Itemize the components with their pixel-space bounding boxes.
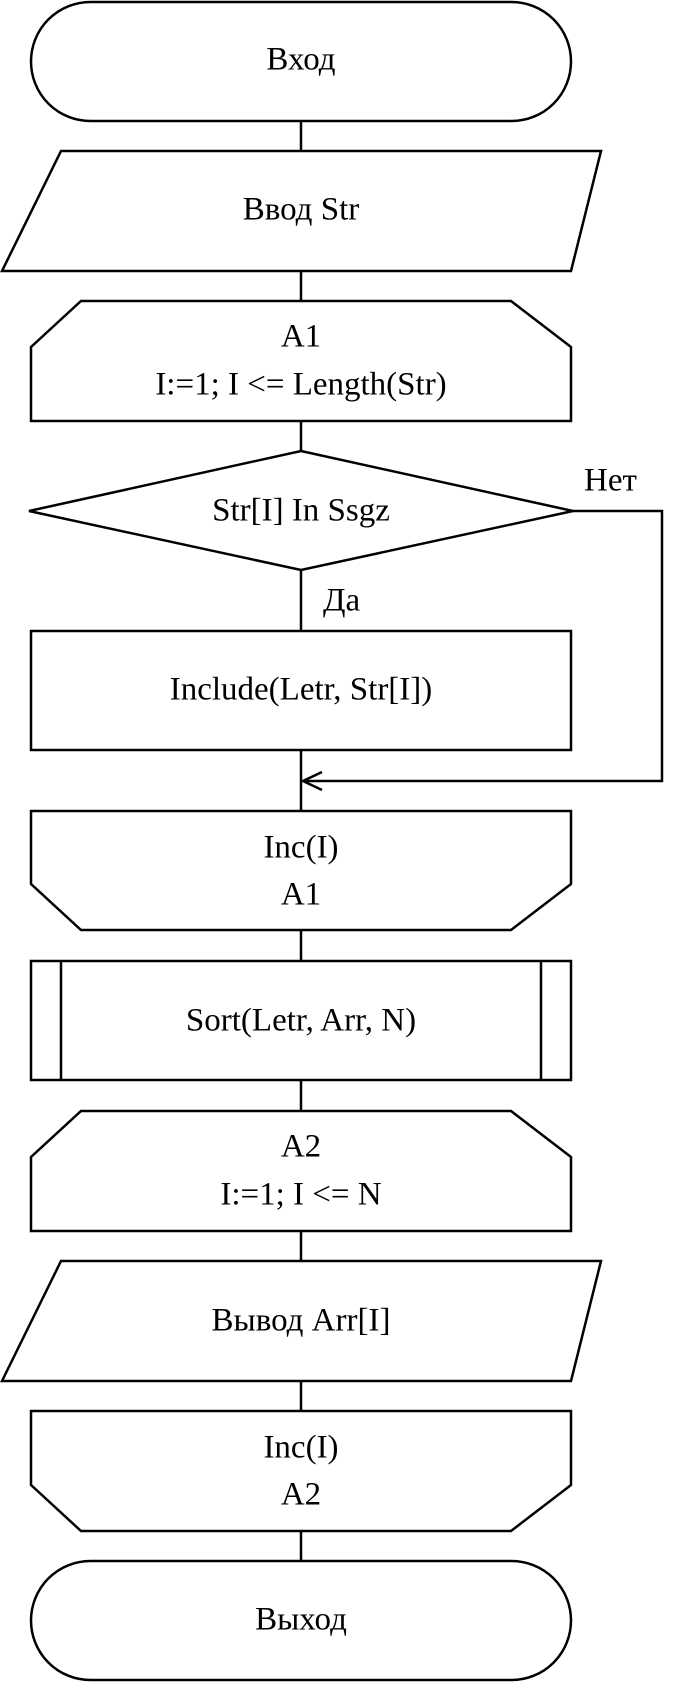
loop2-end-step: Inc(I) — [263, 1430, 338, 1466]
output-block: Вывод Arr[I] — [0, 1259, 603, 1383]
include-block: Include(Letr, Str[I]) — [29, 629, 573, 752]
sort-label: Sort(Letr, Arr, N) — [186, 1003, 416, 1039]
arrowhead — [300, 770, 323, 792]
loop2-end-shape — [29, 1409, 573, 1533]
output-label: Вывод Arr[I] — [212, 1303, 391, 1339]
start-label: Вход — [266, 42, 335, 78]
loop1-begin-name: A1 — [281, 319, 321, 355]
sort-block: Sort(Letr, Arr, N) — [29, 959, 573, 1082]
loop1-begin-block: A1 I:=1; I <= Length(Str) — [29, 299, 573, 423]
sort-shape — [29, 959, 573, 1082]
output-shape — [0, 1259, 603, 1383]
connectors — [299, 121, 664, 1561]
start-terminator: Вход — [29, 0, 573, 123]
loop1-end-name: A1 — [281, 877, 321, 913]
loop1-end-block: Inc(I) A1 — [29, 809, 573, 932]
input-label: Ввод Str — [243, 192, 359, 228]
loop1-begin-shape — [29, 299, 573, 423]
loop1-end-shape — [29, 809, 573, 932]
loop2-begin-shape — [29, 1109, 573, 1233]
loop2-begin-name: A2 — [281, 1129, 321, 1165]
include-label: Include(Letr, Str[I]) — [170, 672, 433, 708]
start-shape — [29, 0, 573, 123]
decision-block: Str[I] In Ssgz Нет Да — [28, 449, 637, 619]
loop1-end-step: Inc(I) — [263, 830, 338, 866]
yes-branch-label: Да — [323, 583, 361, 619]
connector-no-branch — [303, 509, 664, 783]
loop2-begin-condition: I:=1; I <= N — [220, 1177, 381, 1213]
no-branch-label: Нет — [584, 463, 637, 499]
loop2-end-name: A2 — [281, 1477, 321, 1513]
loop1-begin-condition: I:=1; I <= Length(Str) — [155, 367, 446, 403]
end-shape — [29, 1559, 573, 1682]
loop2-begin-block: A2 I:=1; I <= N — [29, 1109, 573, 1233]
decision-shape — [28, 449, 574, 572]
decision-label: Str[I] In Ssgz — [212, 493, 390, 529]
end-terminator: Выход — [29, 1559, 573, 1682]
input-shape — [0, 149, 603, 273]
include-shape — [29, 629, 573, 752]
end-label: Выход — [255, 1602, 347, 1638]
input-block: Ввод Str — [0, 149, 603, 273]
loop2-end-block: Inc(I) A2 — [29, 1409, 573, 1533]
